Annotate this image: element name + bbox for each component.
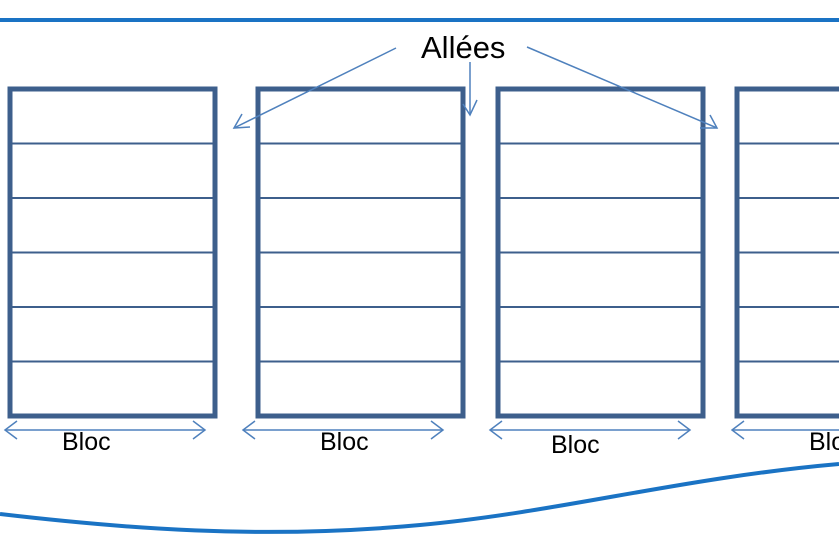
arrowhead <box>462 99 478 117</box>
arrowhead <box>232 113 251 129</box>
block-label: Bloc <box>809 428 839 456</box>
block-label: Bloc <box>320 428 369 456</box>
arrowhead-right <box>677 420 692 440</box>
arrowhead-left <box>241 420 256 440</box>
aisle-arrow-right <box>526 46 718 129</box>
arrowhead-right <box>430 420 445 440</box>
arrowhead-right <box>192 420 207 440</box>
aisle-arrows <box>232 46 719 129</box>
arrowhead-left <box>3 420 18 440</box>
block-label: Bloc <box>551 431 600 459</box>
bottom-wave-line <box>0 462 839 534</box>
block-label: Bloc <box>62 428 111 456</box>
aisles-label: Allées <box>421 30 506 65</box>
arrowhead <box>700 114 719 129</box>
arrowhead-left <box>730 420 745 440</box>
arrowhead-left <box>488 420 503 440</box>
aisle-arrow-left <box>233 47 397 129</box>
